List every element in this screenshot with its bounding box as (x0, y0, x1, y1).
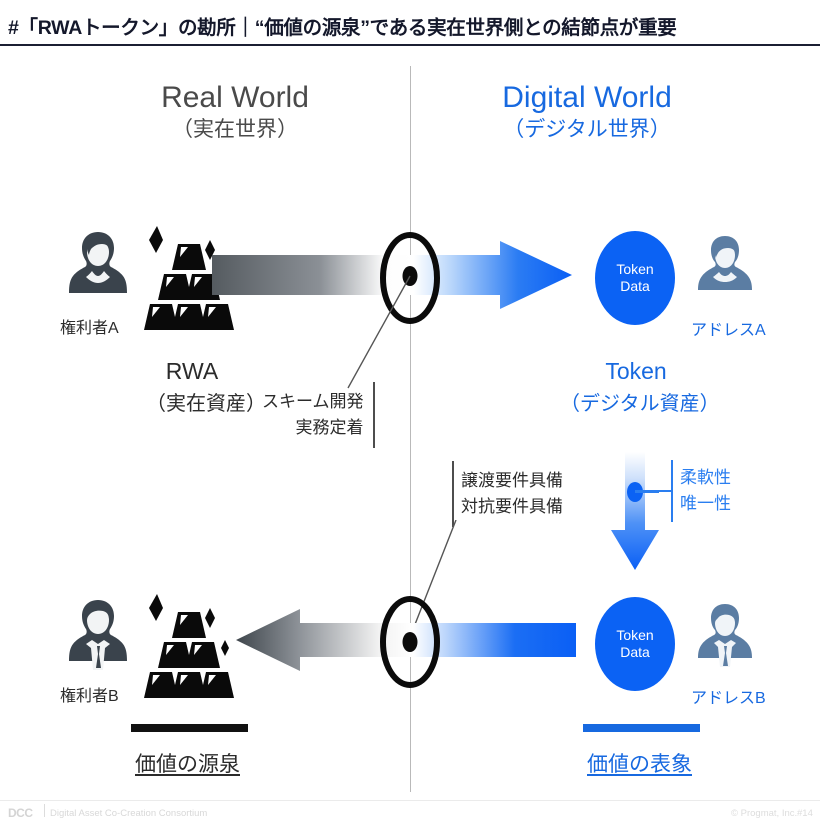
token-traits-annotation: 柔軟性 唯一性 (671, 460, 731, 522)
digital-world-heading: Digital World （デジタル世界） (462, 80, 712, 143)
value-source-emphasis-bar (131, 724, 248, 732)
value-source-caption: 価値の源泉 (135, 753, 240, 776)
node-bottom-annotation: 譲渡要件具備 対抗要件具備 (452, 461, 563, 527)
holder-b-label: 権利者B (60, 688, 119, 705)
node-bottom-annotation-bar (452, 461, 454, 527)
footer-separator (44, 804, 45, 817)
token-data-circle-a: Token Data (594, 230, 676, 326)
node-top-annotation: スキーム開発 実務定着 (262, 382, 375, 448)
node-bottom-annotation-lines: 譲渡要件具備 対抗要件具備 (461, 461, 563, 527)
gold-bars-icon (136, 222, 244, 332)
connection-node-icon-b (377, 594, 443, 690)
token-data-circle-b: Token Data (594, 596, 676, 692)
address-a-label: アドレスA (691, 322, 766, 339)
footer-page-number: #14 (797, 808, 813, 819)
token-trait-1: 柔軟性 (680, 467, 731, 487)
real-world-heading: Real World （実在世界） (115, 80, 355, 143)
person-female-icon (66, 228, 130, 310)
real-world-heading-jp: （実在世界） (172, 118, 298, 142)
rwa-asset-title: RWA (165, 358, 219, 384)
address-b-label: アドレスB (691, 690, 766, 707)
token-traits-annotation-bar (671, 460, 673, 522)
node-bottom-annotation-line-2: 対抗要件具備 (461, 497, 563, 516)
person-male-icon (66, 596, 130, 678)
token-asset-caption: Token （デジタル資産） (560, 358, 720, 416)
digital-world-heading-jp: （デジタル世界） (503, 118, 671, 142)
digital-world-heading-en: Digital World (502, 81, 672, 114)
node-top-leader-line (300, 272, 412, 392)
node-top-annotation-line-1: スキーム開発 (262, 391, 364, 411)
value-representation-emphasis-bar (583, 724, 700, 732)
arrow-down-gradient-icon (611, 452, 659, 570)
title-underline-rule (0, 44, 820, 46)
world-divider-line (410, 66, 411, 792)
trait-connector-line (635, 490, 671, 492)
footer-copyright: © Progmat, Inc. (731, 808, 798, 819)
node-top-annotation-bar (372, 382, 375, 448)
value-representation-caption: 価値の表象 (587, 753, 692, 776)
slide-title-bar: #「RWAトークン」の勘所｜“価値の源泉”である実在世界側との結節点が重要 (0, 0, 820, 44)
person-avatar-icon-a (696, 234, 754, 310)
token-traits-annotation-lines: 柔軟性 唯一性 (680, 460, 731, 522)
arrow-right-gradient-icon (212, 241, 572, 309)
footer-consortium-name: Digital Asset Co-Creation Consortium (50, 808, 208, 819)
node-top-annotation-line-2: 実務定着 (295, 418, 364, 437)
token-asset-title: Token (605, 358, 667, 384)
footer-dcc-mark: DCC (8, 806, 33, 820)
node-bottom-leader-line (408, 520, 468, 636)
person-avatar-icon-b (696, 602, 754, 678)
real-world-heading-en: Real World (161, 81, 309, 114)
token-asset-subtitle: （デジタル資産） (560, 393, 720, 415)
footer-divider (0, 800, 820, 801)
token-trait-2: 唯一性 (680, 494, 731, 513)
gold-bars-icon-b (136, 590, 244, 700)
rwa-asset-subtitle: （実在資産） (146, 393, 266, 415)
rwa-asset-caption: RWA （実在資産） (146, 358, 266, 416)
holder-a-label: 権利者A (60, 320, 119, 337)
node-bottom-annotation-line-1: 譲渡要件具備 (461, 470, 563, 490)
node-top-annotation-lines: スキーム開発 実務定着 (262, 382, 364, 448)
page-title: #「RWAトークン」の勘所｜“価値の源泉”である実在世界側との結節点が重要 (8, 17, 677, 39)
